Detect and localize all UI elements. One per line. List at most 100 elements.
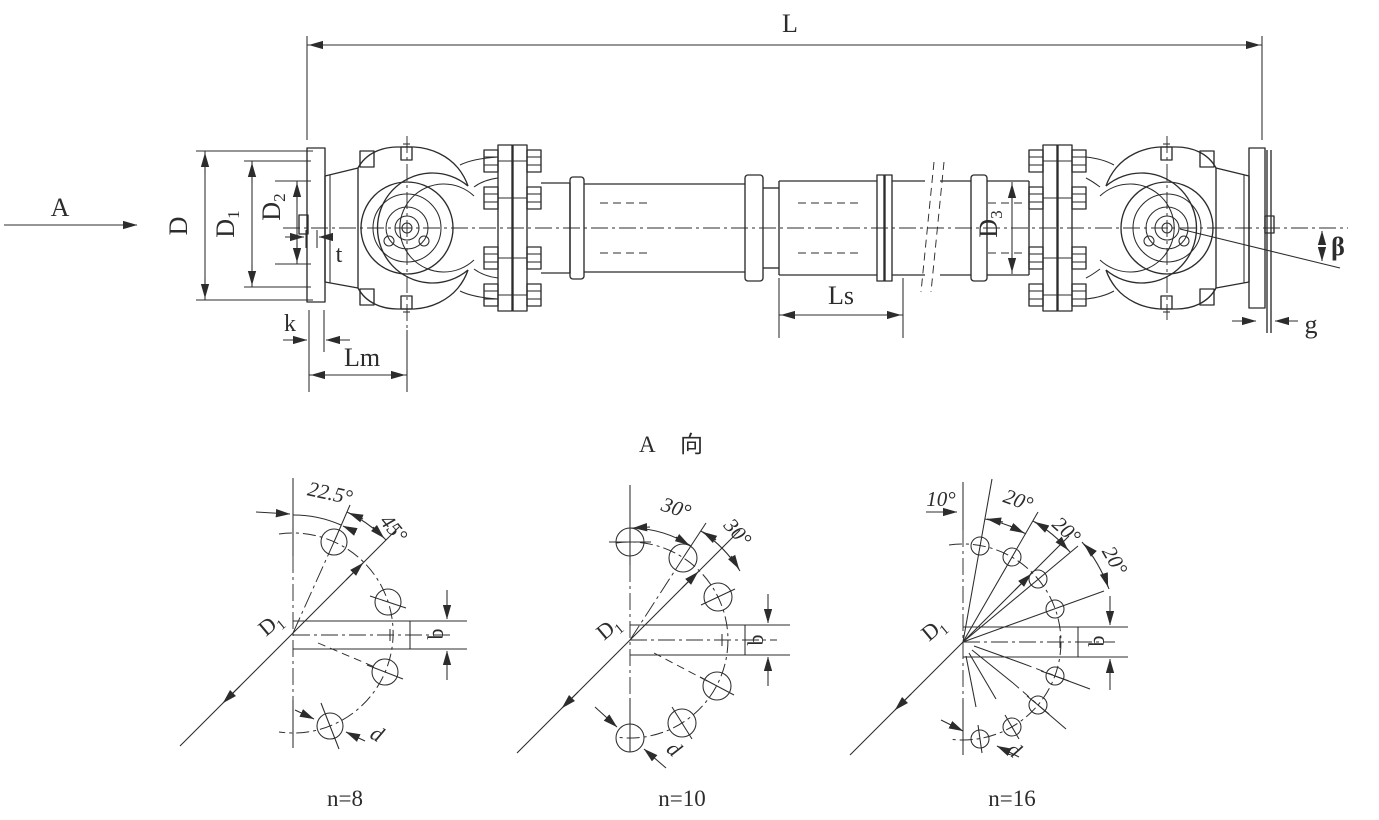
hole-dia-label: d — [662, 736, 688, 763]
caption-n16: n=16 — [988, 786, 1035, 811]
bolt-circle-label: D1 — [916, 612, 952, 649]
dim-k-label: k — [284, 311, 296, 337]
bolt-hole — [1028, 695, 1048, 715]
dim-flange-od: D — [164, 150, 313, 301]
angle-label: 20° — [1000, 484, 1036, 517]
yoke-lug-top — [359, 150, 375, 168]
angle-label: 10° — [926, 487, 956, 511]
dim-flex-plate-thickness: g — [1232, 310, 1318, 339]
dim-beta-label: β — [1331, 232, 1345, 261]
right-end-flange — [1215, 147, 1275, 333]
bolt-pattern-n10: 30° 30° D1 b d n=10 — [516, 485, 790, 811]
yoke-inner-arc — [1099, 183, 1175, 273]
bolt-hole — [374, 588, 402, 616]
dim-overall-length: L — [306, 9, 1263, 140]
right-companion-flange — [1028, 144, 1087, 312]
angle-arc — [984, 518, 1027, 535]
hole-dia-label: d — [1002, 736, 1027, 763]
keyway-label: b — [1084, 636, 1109, 647]
bolt-circle-diameter-line — [179, 526, 400, 747]
dim-pilot-dia: D2 — [257, 180, 311, 265]
angle-arc — [629, 527, 692, 547]
bolt-hole — [371, 658, 399, 686]
right-universal-joint — [1085, 143, 1217, 313]
dim-D1-label: D1 — [211, 210, 243, 237]
slip-ring — [876, 174, 885, 282]
view-a-label: A — [51, 193, 70, 222]
grease-fitting-top — [1160, 146, 1173, 161]
bolt-hole — [615, 723, 645, 753]
dim-g-label: g — [1305, 310, 1318, 339]
dim-D3-label: D3 — [974, 210, 1006, 237]
bolt-circle-label: D1 — [591, 611, 627, 648]
left-end-flange — [298, 147, 359, 303]
yoke-outer-arc — [376, 172, 469, 284]
bolt-circle-diameter-line — [849, 535, 1070, 756]
flange-bolts — [483, 149, 542, 307]
bolt-circle-label: D1 — [253, 607, 289, 644]
dim-D-label: D — [164, 217, 193, 236]
keyway-section — [293, 620, 467, 650]
angle-label: 30° — [658, 492, 695, 524]
side-view: A L D — [4, 9, 1348, 392]
dim-Ls-label: Ls — [828, 281, 854, 310]
bearing-circle-outer — [1120, 181, 1214, 275]
dim-D2-label: D2 — [257, 193, 289, 220]
keyway-label: b — [743, 635, 768, 646]
bolt-circle-arc — [948, 543, 1062, 741]
bolt-hole — [316, 712, 344, 740]
bearing-circle-outer — [360, 181, 454, 275]
detail-view: A 向 — [179, 432, 1133, 811]
caption-n8: n=8 — [327, 786, 363, 811]
flange-bolts — [1028, 149, 1087, 307]
bolt-hole — [1002, 717, 1022, 737]
shaft-tube — [541, 161, 1030, 293]
dim-L-label: L — [782, 9, 798, 38]
dim-tube-od: D3 — [974, 182, 1017, 274]
bolt-pattern-n16: 10° 20° 20° 20° D1 b d n=16 — [849, 478, 1133, 811]
dim-flange-to-joint: Lm — [309, 330, 408, 392]
radial-fan — [965, 645, 1054, 708]
yoke-inner-arc — [399, 183, 475, 273]
bolt-hole — [970, 729, 990, 749]
angle-arc — [292, 514, 342, 526]
angle-label: 22.5° — [306, 477, 356, 510]
angle-arc — [1032, 520, 1071, 553]
hole-dia-label: d — [366, 720, 389, 748]
left-companion-flange — [483, 144, 542, 312]
dim-flange-thickness: k — [283, 310, 350, 392]
bolt-circle-arc — [278, 532, 394, 734]
bolt-circle-arc — [615, 541, 729, 739]
dim-Lm-label: Lm — [344, 343, 380, 372]
dim-pilot-depth: t — [285, 230, 343, 268]
break-lines — [920, 161, 945, 293]
bolt-hole — [667, 708, 697, 738]
bolt-circle-diameter-line — [516, 529, 741, 754]
bolt-hole — [1045, 599, 1065, 619]
grease-fitting-bottom — [1160, 295, 1173, 310]
bolt-hole — [703, 582, 733, 612]
caption-n10: n=10 — [658, 786, 705, 811]
yoke-lug-bottom — [359, 288, 375, 306]
angle-label: 20° — [1048, 512, 1086, 550]
left-flange-plate — [306, 147, 326, 303]
bolt-hole — [1002, 547, 1022, 567]
detail-view-title: A 向 — [639, 432, 713, 457]
keyway-label: b — [423, 629, 448, 640]
bolt-hole — [320, 528, 348, 556]
spline-hidden-lines — [600, 202, 1026, 254]
view-a-arrow: A — [4, 193, 138, 230]
yoke-outer-arc — [1105, 172, 1198, 284]
dim-slip-travel: Ls — [778, 278, 904, 338]
yoke-lug-top — [1199, 150, 1215, 168]
bolt-hole — [702, 671, 732, 701]
right-flange-pilot — [1264, 215, 1275, 234]
bolt-hole — [1028, 569, 1048, 589]
angle-label: 45° — [375, 509, 413, 547]
keyway-section — [630, 624, 790, 656]
weld-ring — [744, 174, 764, 282]
yoke-lug-bottom — [1199, 288, 1215, 306]
dim-bolt-circle: D1 — [211, 160, 311, 288]
